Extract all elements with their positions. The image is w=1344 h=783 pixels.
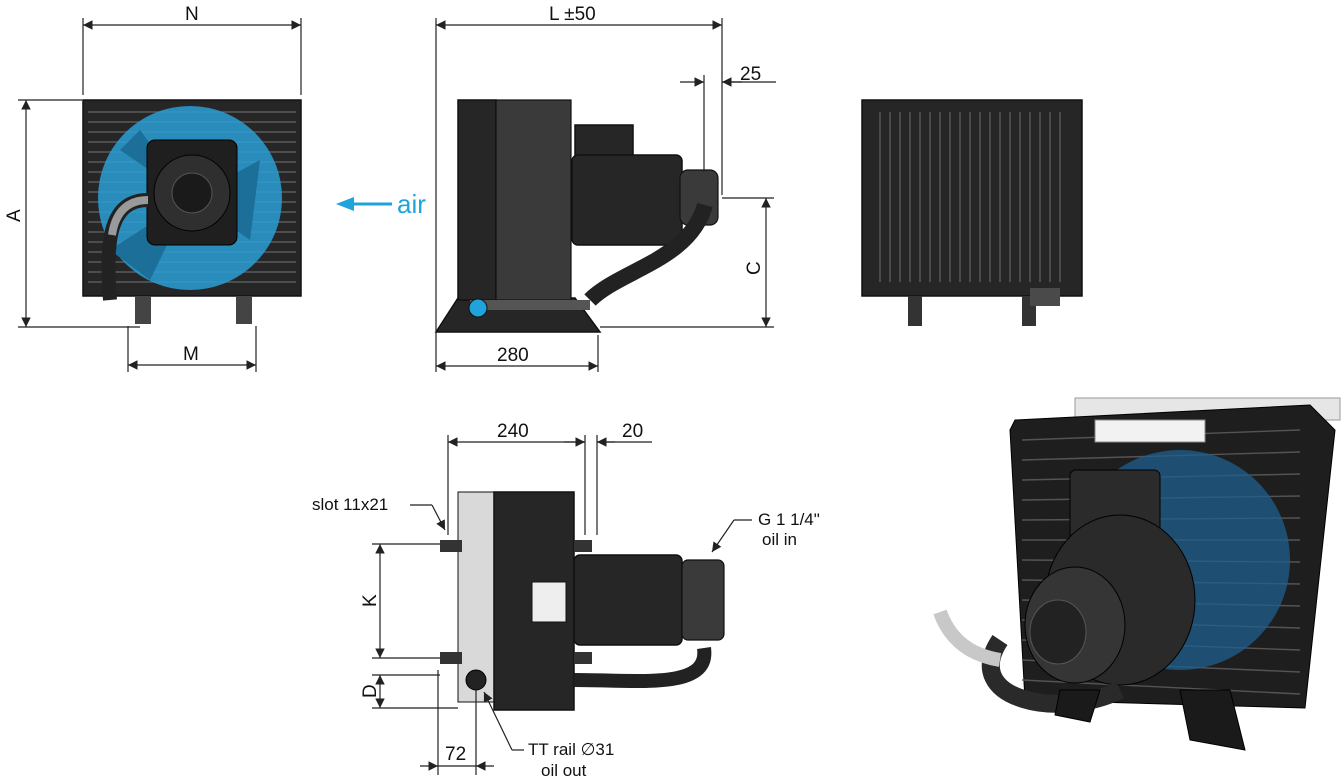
dim-C-label: C [744,261,765,275]
dim-280-label: 280 [497,345,529,366]
dim-240-label: 240 [497,421,529,442]
dim-A-label: A [4,209,25,222]
dim-C: C [600,197,774,328]
dim-25: 25 [680,64,776,172]
top-hose [573,647,712,689]
dim-N-label: N [185,4,199,25]
dim-72-label: 72 [445,744,466,765]
dim-M: M [127,326,257,372]
top-motor [573,554,683,646]
callout-oil-in: G 1 1/4" oil in [711,510,820,553]
dim-K-label: K [360,594,381,607]
callout-slot: slot 11x21 [312,495,446,531]
dim-20: 20 [564,421,652,535]
dim-72: 72 [420,670,494,775]
fan-shroud [495,99,572,301]
dim-A: A [4,99,140,328]
dim-L-label: L ±50 [549,4,596,25]
dim-L: L ±50 [435,4,723,372]
oil-out-label: oil out [541,761,587,780]
callout-oil-out: TT rail ∅31 oil out [483,691,614,780]
airflow-arrow: air [336,189,426,219]
dim-240: 240 [447,421,586,535]
oil-in-label: oil in [762,530,797,549]
top-pump [681,559,725,641]
dim-K: K [360,543,440,659]
electric-motor [571,154,683,246]
product-isometric-image [933,397,1341,751]
dim-M-label: M [183,344,199,365]
rear-fins [879,112,1061,282]
dim-20-label: 20 [622,421,643,442]
side-view [434,99,719,333]
dim-N: N [82,4,302,95]
side-hose [584,202,713,306]
dim-280: 280 [436,335,599,372]
rear-view [861,99,1083,326]
slot-label: slot 11x21 [312,495,388,514]
oil-in-size-label: G 1 1/4" [758,510,820,529]
cooler-core [457,99,497,301]
dim-25-label: 25 [740,64,761,85]
front-view [82,99,302,324]
top-cooler-frame [457,491,495,703]
air-label: air [397,189,426,219]
top-view [440,491,725,711]
dim-D: D [360,674,458,709]
dim-D-label: D [360,684,381,698]
oil-out-size-label: TT rail ∅31 [528,740,614,759]
